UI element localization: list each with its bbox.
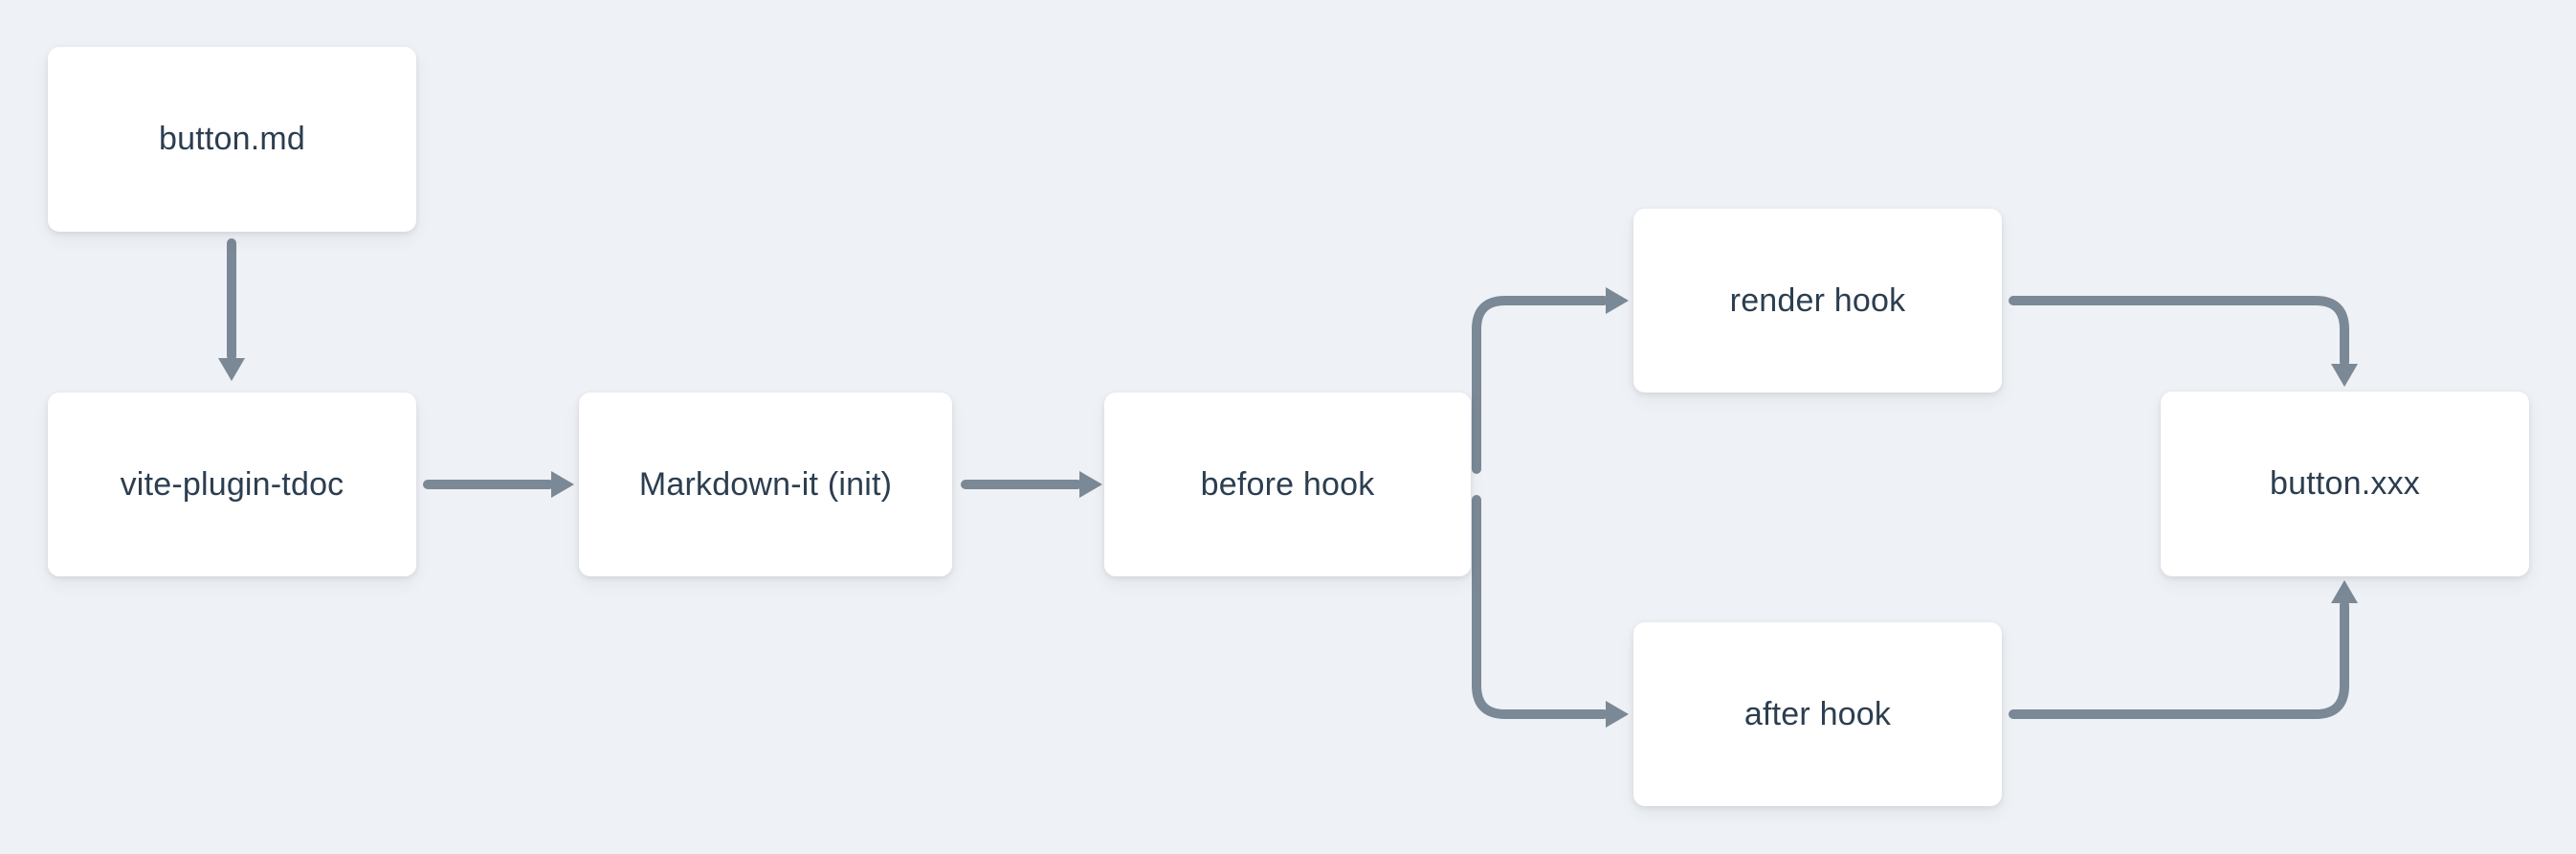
node-button-xxx: button.xxx [2161, 392, 2529, 576]
node-markdown-it-init: Markdown-it (init) [579, 393, 952, 576]
arrowhead-right-markdownit [551, 471, 574, 498]
node-after-hook-label: after hook [1743, 695, 1892, 732]
edge-beforehook-to-afterhook [1472, 495, 1609, 719]
node-before-hook-label: before hook [1200, 465, 1375, 503]
node-button-md-label: button.md [158, 121, 305, 157]
edge-afterhook-to-buttonxxx [2009, 600, 2349, 719]
node-render-hook-label: render hook [1729, 281, 1906, 319]
edge-renderhook-to-buttonxxx [2009, 296, 2349, 367]
node-button-xxx-label: button.xxx [2270, 465, 2420, 502]
node-vite-plugin-tdoc: vite-plugin-tdoc [48, 393, 416, 576]
node-after-hook: after hook [1633, 622, 2002, 806]
node-vite-plugin-tdoc-label: vite-plugin-tdoc [120, 465, 344, 503]
arrowhead-down-buttonxxx [2331, 364, 2358, 387]
arrowhead-right-afterhook [1606, 701, 1629, 728]
node-render-hook: render hook [1633, 209, 2002, 393]
arrowhead-down-viteplugin [218, 358, 245, 381]
arrowhead-right-beforehook [1079, 471, 1102, 498]
arrowhead-right-renderhook [1606, 287, 1629, 314]
node-before-hook: before hook [1104, 393, 1471, 576]
arrowhead-up-buttonxxx [2331, 580, 2358, 603]
edge-beforehook-to-renderhook [1472, 296, 1609, 474]
node-button-md: button.md [48, 47, 416, 232]
node-markdown-it-init-label: Markdown-it (init) [638, 465, 893, 503]
